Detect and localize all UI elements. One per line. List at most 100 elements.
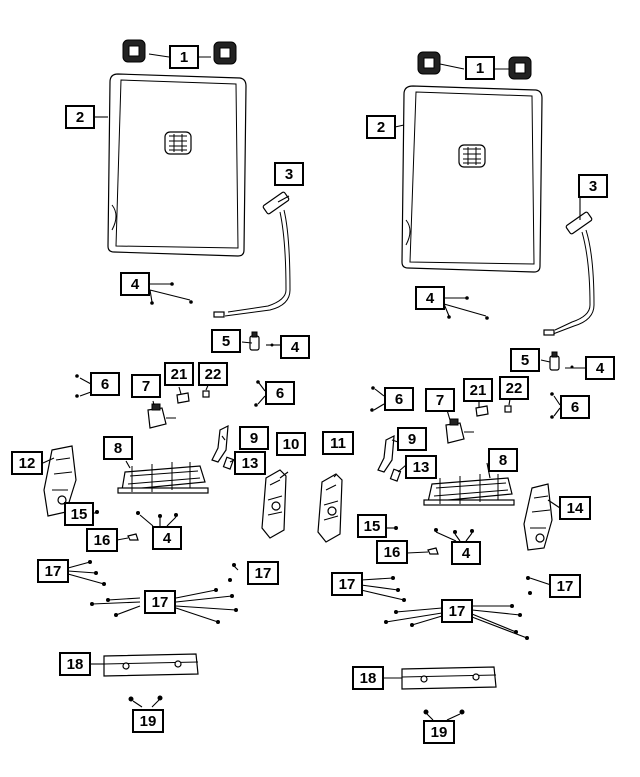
svg-text:22: 22 <box>506 380 523 397</box>
svg-text:3: 3 <box>589 178 597 195</box>
side-shield-10-left <box>261 469 287 539</box>
callout-left-6-b: 6 <box>265 381 295 405</box>
callout-left-5: 5 <box>211 329 241 353</box>
callout-right-14: 14 <box>559 496 591 520</box>
svg-text:13: 13 <box>413 459 430 476</box>
svg-text:7: 7 <box>142 378 150 395</box>
svg-text:17: 17 <box>339 576 356 593</box>
callout-right-9: 9 <box>397 427 427 451</box>
svg-text:17: 17 <box>557 578 574 595</box>
callout-right-21: 21 <box>463 378 493 402</box>
callout-left-17-a: 17 <box>37 559 69 583</box>
clip-21-left <box>176 392 190 404</box>
svg-text:11: 11 <box>330 435 346 452</box>
callout-left-17-b: 17 <box>247 561 279 585</box>
seat-back-panel-right <box>401 85 543 273</box>
latch-7-right <box>445 418 474 444</box>
svg-text:4: 4 <box>131 276 140 293</box>
callout-right-22: 22 <box>499 376 529 400</box>
svg-text:8: 8 <box>499 452 507 469</box>
callout-right-8: 8 <box>488 448 518 472</box>
latch-7-left <box>147 403 176 429</box>
callout-right-6-b: 6 <box>560 395 590 419</box>
callout-right-1: 1 <box>465 56 495 80</box>
svg-text:9: 9 <box>250 430 258 447</box>
clip-22-left <box>202 390 210 398</box>
crossbar-18-left <box>103 653 199 677</box>
svg-text:8: 8 <box>114 440 122 457</box>
svg-text:12: 12 <box>19 455 36 472</box>
svg-text:17: 17 <box>449 603 466 620</box>
svg-text:16: 16 <box>94 532 111 549</box>
svg-text:9: 9 <box>408 431 416 448</box>
svg-text:21: 21 <box>470 382 487 399</box>
callout-left-19: 19 <box>132 709 164 733</box>
svg-text:4: 4 <box>426 290 435 307</box>
callout-right-15: 15 <box>357 514 387 538</box>
release-cable-right <box>543 211 595 336</box>
callout-right-18: 18 <box>352 666 384 690</box>
headrest-guide-right-a <box>417 51 441 75</box>
callout-right-3: 3 <box>578 174 608 198</box>
callout-right-7: 7 <box>425 388 455 412</box>
svg-text:7: 7 <box>436 392 444 409</box>
hinge-14-right <box>523 483 553 551</box>
callout-right-17-b: 17 <box>549 574 581 598</box>
crossbar-18-right <box>401 666 497 690</box>
callout-left-18: 18 <box>59 652 91 676</box>
svg-text:1: 1 <box>476 60 484 77</box>
svg-text:18: 18 <box>67 656 84 673</box>
callout-right-13: 13 <box>405 455 437 479</box>
callout-left-1: 1 <box>169 45 199 69</box>
callout-right-4-c: 4 <box>451 541 481 565</box>
callout-right-17-c: 17 <box>441 599 473 623</box>
trim-13-left <box>222 456 235 470</box>
callout-right-17-a: 17 <box>331 572 363 596</box>
clip-21-right <box>475 405 489 417</box>
callout-right-19: 19 <box>423 720 455 744</box>
callout-left-9: 9 <box>239 426 269 450</box>
callout-left-8: 8 <box>103 436 133 460</box>
callout-left-2: 2 <box>65 105 95 129</box>
callout-left-7: 7 <box>131 374 161 398</box>
callout-left-12: 12 <box>11 451 43 475</box>
clip-5-right <box>549 351 574 371</box>
callout-right-16: 16 <box>376 540 408 564</box>
svg-text:4: 4 <box>462 545 471 562</box>
callout-right-6-a: 6 <box>384 387 414 411</box>
svg-text:4: 4 <box>596 360 605 377</box>
right-assembly-parts <box>317 51 595 715</box>
callout-left-4-b: 4 <box>280 335 310 359</box>
svg-text:4: 4 <box>163 530 172 547</box>
callout-right-2: 2 <box>366 115 396 139</box>
clip-22-right <box>504 405 512 413</box>
svg-text:3: 3 <box>285 166 293 183</box>
fasteners-17-left <box>88 560 238 624</box>
svg-text:19: 19 <box>140 713 157 730</box>
seat-track-8-left <box>117 462 209 494</box>
svg-text:17: 17 <box>255 565 272 582</box>
callout-left-21: 21 <box>164 362 194 386</box>
left-assembly-parts <box>43 39 291 702</box>
callout-left-4-a: 4 <box>120 272 150 296</box>
svg-text:2: 2 <box>76 109 84 126</box>
svg-text:5: 5 <box>222 333 230 350</box>
svg-text:15: 15 <box>364 518 381 535</box>
callout-left-10: 10 <box>276 432 306 456</box>
callout-left-3: 3 <box>274 162 304 186</box>
callout-left-13: 13 <box>234 451 266 475</box>
headrest-guide-left-a <box>122 39 146 63</box>
svg-text:6: 6 <box>101 376 109 393</box>
side-shield-11-right <box>317 473 343 543</box>
handle-9-left <box>211 424 229 463</box>
svg-text:2: 2 <box>377 119 385 136</box>
svg-text:22: 22 <box>205 366 222 383</box>
svg-text:5: 5 <box>521 352 529 369</box>
clip-5-left <box>249 331 274 351</box>
svg-text:17: 17 <box>152 594 169 611</box>
handle-9-right <box>377 434 395 473</box>
svg-text:21: 21 <box>171 366 188 383</box>
svg-text:18: 18 <box>360 670 377 687</box>
svg-text:6: 6 <box>276 385 284 402</box>
